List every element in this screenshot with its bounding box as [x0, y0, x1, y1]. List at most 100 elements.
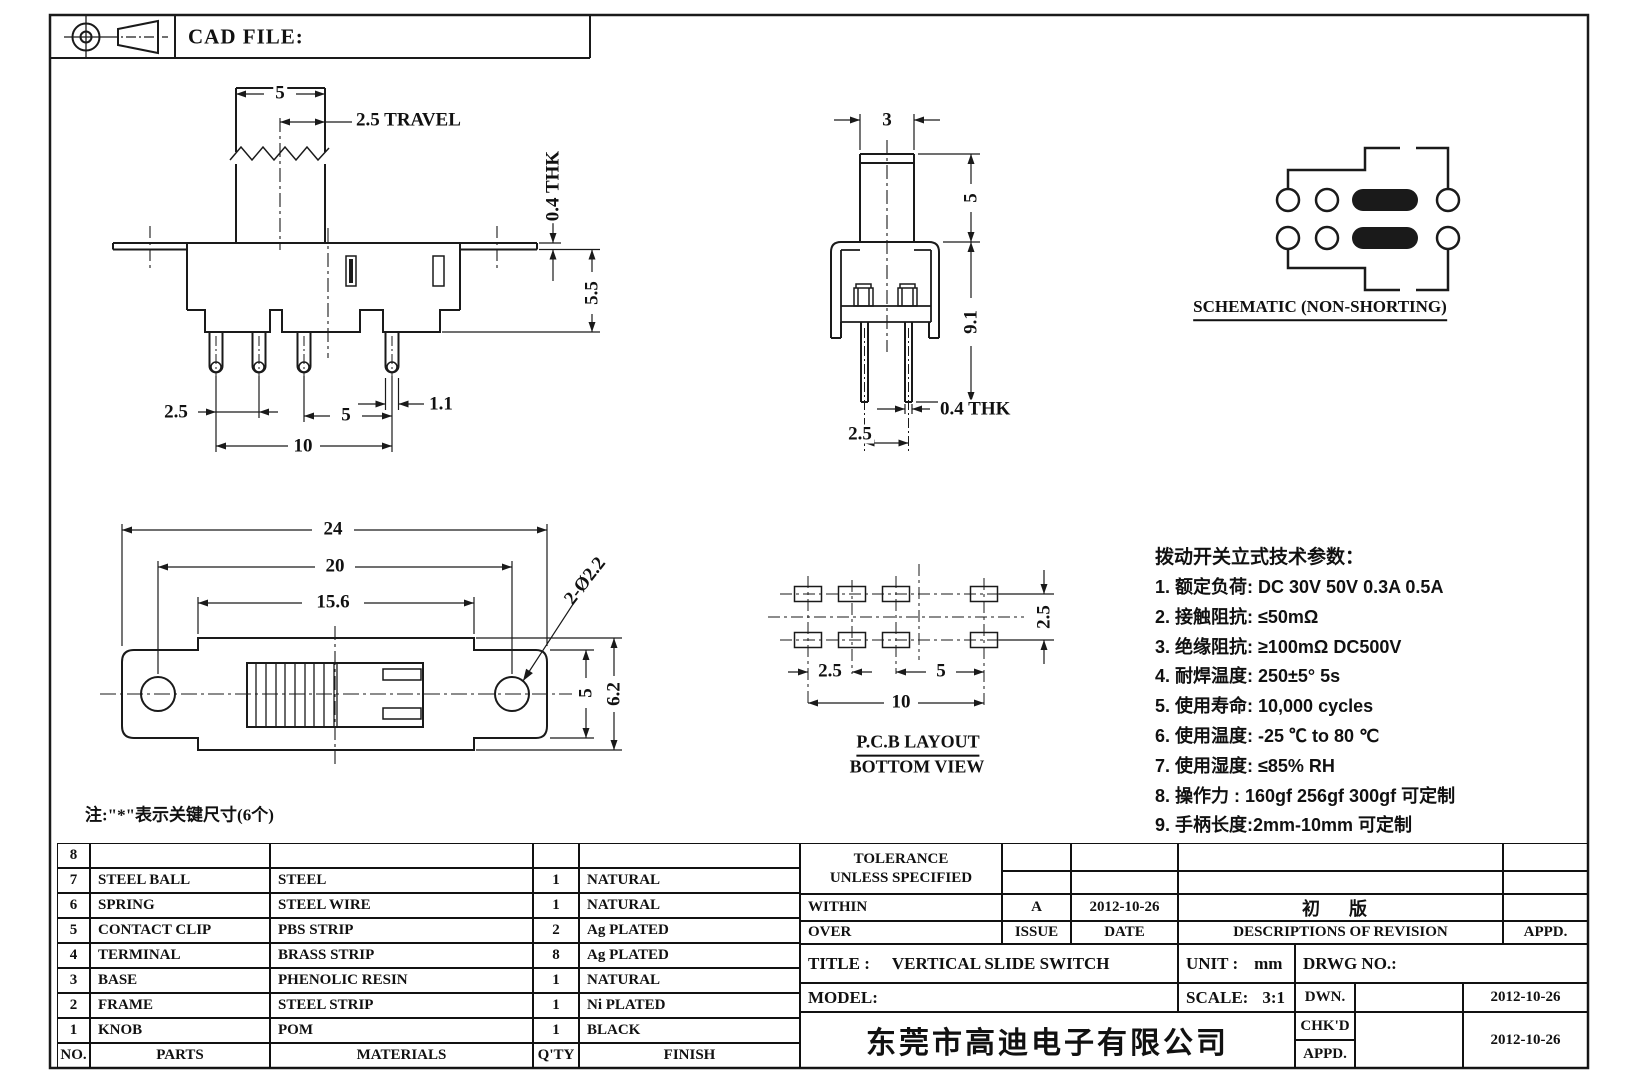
bottom-dim-inner: 15.6: [314, 591, 352, 613]
empty-cell: [1503, 871, 1588, 894]
scale-value: 3:1: [1262, 987, 1286, 1007]
table-cell: NATURAL: [579, 968, 800, 993]
table-cell: 2: [57, 993, 90, 1018]
pcb-caption-line1: P.C.B LAYOUT: [856, 732, 980, 757]
table-cell: 8: [533, 943, 579, 968]
empty-cell: [1503, 843, 1588, 871]
bottom-dim-hole-span: 20: [323, 555, 347, 577]
spec-item: 5. 使用寿命: 10,000 cycles: [1155, 696, 1374, 717]
pcb-dim-row-pitch: 2.5: [1033, 603, 1055, 631]
empty-cell: [1178, 843, 1503, 871]
table-cell: 2: [533, 918, 579, 943]
spec-item: 6. 使用温度: -25 ℃ to 80 ℃: [1155, 725, 1380, 746]
table-cell: Ni PLATED: [579, 993, 800, 1018]
table-cell: STEEL STRIP: [270, 993, 533, 1018]
dwn-label-cell: DWN.: [1295, 983, 1355, 1012]
table-cell: [533, 843, 579, 868]
table-cell: CONTACT CLIP: [90, 918, 270, 943]
title-cell: TITLE : VERTICAL SLIDE SWITCH: [800, 944, 1178, 983]
table-cell: PHENOLIC RESIN: [270, 968, 533, 993]
table-cell: 1: [533, 893, 579, 918]
drwg-no-cell: DRWG NO.:: [1295, 944, 1588, 983]
empty-cell: [1002, 871, 1071, 894]
table-cell: 1: [533, 968, 579, 993]
table-header-qty: Q'TY: [533, 1043, 579, 1068]
tolerance-cell: TOLERANCE UNLESS SPECIFIED: [800, 843, 1002, 894]
table-cell: [579, 843, 800, 868]
key-dimension-note: 注:"*"表示关键尺寸(6个): [85, 805, 274, 825]
issue-date-cell: 2012-10-26: [1071, 894, 1178, 921]
chk-date-cell: 2012-10-26: [1463, 1012, 1588, 1068]
table-cell: STEEL WIRE: [270, 893, 533, 918]
issue-value-cell: A: [1002, 894, 1071, 921]
table-cell: BRASS STRIP: [270, 943, 533, 968]
sheet-border: [48, 13, 1590, 1070]
table-cell: STEEL: [270, 868, 533, 893]
model-cell: MODEL:: [800, 983, 1178, 1012]
empty-cell: [1002, 843, 1071, 871]
within-cell: WITHIN: [800, 894, 1002, 921]
table-cell: 1: [533, 868, 579, 893]
table-header-finish: FINISH: [579, 1043, 800, 1068]
pcb-dim-total: 10: [889, 691, 913, 713]
appd2-label-cell: APPD.: [1295, 1040, 1355, 1068]
bottom-dim-overall: 24: [321, 518, 345, 540]
empty-cell: [1071, 871, 1178, 894]
tech-specs: 拨动开关立式技术参数： 1. 额定负荷: DC 30V 50V 0.3A 0.5…: [1155, 543, 1555, 841]
table-cell: 5: [57, 918, 90, 943]
table-cell: NATURAL: [579, 893, 800, 918]
table-cell: PBS STRIP: [270, 918, 533, 943]
projection-symbol-icon: [64, 16, 168, 58]
spec-item: 9. 手柄长度:2mm-10mm 可定制: [1155, 815, 1413, 836]
tolerance-line2: UNLESS SPECIFIED: [829, 869, 973, 886]
table-cell: BASE: [90, 968, 270, 993]
appd-label-cell: APPD.: [1503, 921, 1588, 944]
bottom-dim-end-height: 5: [575, 686, 597, 700]
spec-item: 1. 额定负荷: DC 30V 50V 0.3A 0.5A: [1155, 577, 1444, 597]
table-cell: POM: [270, 1018, 533, 1043]
table-header-materials: MATERIALS: [270, 1043, 533, 1068]
front-dim-pin-thickness: 0.4 THK: [938, 398, 1013, 420]
unit-cell: UNIT : mm: [1178, 944, 1295, 983]
revision-desc-cell: 初 版: [1178, 894, 1503, 921]
spec-item: 8. 操作力 : 160gf 256gf 300gf 可定制: [1155, 785, 1456, 806]
title-label: TITLE :: [808, 953, 870, 973]
scale-cell: SCALE: 3:1: [1178, 983, 1295, 1012]
table-cell: [90, 843, 270, 868]
table-cell: TERMINAL: [90, 943, 270, 968]
bottom-dim-mid-height: 6.2: [603, 680, 625, 708]
revision-label-cell: DESCRIPTIONS OF REVISION: [1178, 921, 1503, 944]
empty-cell: [1503, 894, 1588, 921]
side-dim-total-span: 10: [291, 435, 315, 457]
table-cell: BLACK: [579, 1018, 800, 1043]
date-label-cell: DATE: [1071, 921, 1178, 944]
spec-item: 2. 接触阻抗: ≤50mΩ: [1155, 606, 1319, 627]
table-cell: NATURAL: [579, 868, 800, 893]
chkd-label-cell: CHK'D: [1295, 1012, 1355, 1040]
spec-item: 4. 耐焊温度: 250±5° 5s: [1155, 666, 1341, 687]
front-dim-pin-pitch: 2.5: [846, 423, 874, 445]
table-cell: 3: [57, 968, 90, 993]
table-cell: Ag PLATED: [579, 918, 800, 943]
scale-label: SCALE:: [1186, 987, 1249, 1007]
schematic-caption: SCHEMATIC (NON-SHORTING): [1193, 297, 1447, 321]
empty-cell: [1355, 1012, 1463, 1068]
table-cell: STEEL BALL: [90, 868, 270, 893]
table-cell: 1: [533, 1018, 579, 1043]
side-dim-pin-span: 5: [339, 404, 353, 426]
front-dim-width: 3: [880, 109, 894, 131]
cad-file-label: CAD FILE:: [188, 24, 304, 49]
table-cell: 4: [57, 943, 90, 968]
tech-specs-title: 拨动开关立式技术参数：: [1155, 547, 1365, 568]
side-dim-pin-width: 1.1: [427, 393, 455, 415]
title-value: VERTICAL SLIDE SWITCH: [891, 953, 1110, 973]
table-cell: [270, 843, 533, 868]
schematic-diagram: [1275, 146, 1461, 292]
table-cell: FRAME: [90, 993, 270, 1018]
front-dim-actuator-height: 5: [960, 191, 982, 205]
side-dim-height: 5.5: [581, 279, 603, 307]
table-cell: KNOB: [90, 1018, 270, 1043]
pcb-caption-line2: BOTTOM VIEW: [849, 756, 985, 777]
side-view: [112, 87, 600, 452]
